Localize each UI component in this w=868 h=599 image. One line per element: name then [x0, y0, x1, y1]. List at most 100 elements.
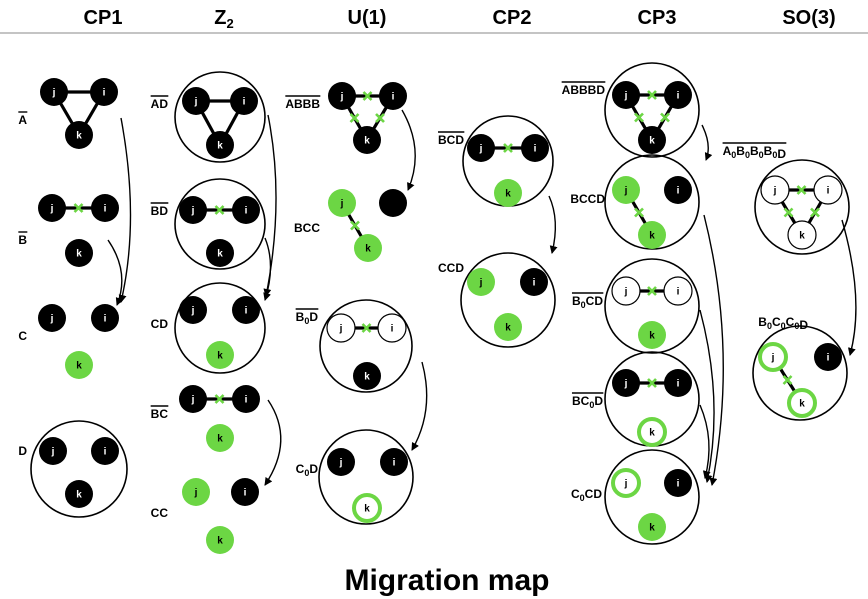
z2-CC-label: CC [151, 506, 169, 520]
cp1-D-k-node [65, 480, 93, 508]
u1-B0D-enclosure [319, 299, 413, 393]
cp3-BC0D-i-node [664, 369, 692, 397]
column-title-cp3: CP3 [638, 7, 677, 29]
cp3-B0CD-i-node-label: i [677, 287, 680, 298]
z2-BD-to-CD-arrow [263, 237, 272, 301]
cp1-A-k-node [65, 121, 93, 149]
column-title-u1: U(1) [348, 7, 387, 29]
u1-C0D-i-node-label: i [393, 458, 396, 469]
so3-A0B0B0B0D-ik-green-cross [810, 207, 820, 218]
z2-CC-k-node-label: k [217, 536, 223, 547]
z2-CD-k-node [206, 341, 234, 369]
cp3-ABBBD-j-node-label: j [624, 91, 628, 102]
u1-C0D-enclosure [318, 429, 414, 525]
cp3-BCCD-jk-green-cross [634, 207, 644, 218]
u1-B0D-j-node-label: j [339, 324, 343, 335]
cp2-CCD-i-node [520, 268, 548, 296]
u1-C0D-k-node [352, 493, 382, 523]
cp2-CCD-j-node-label: j [479, 278, 483, 289]
cp1-A-j-node [40, 78, 68, 106]
u1-BCC-jk-green-cross [350, 220, 360, 231]
u1-BCC-k-node-label: k [365, 244, 371, 255]
z2-BC-i-node-label: i [245, 395, 248, 406]
cp1-C-k-node [65, 351, 93, 379]
cp3-C0CD-k-node [638, 513, 666, 541]
cp2-BCD-k-node-label: k [505, 189, 511, 200]
cp3-ABBBD-label: ABBBD [562, 83, 606, 97]
cp3-C0CD-enclosure [604, 449, 700, 545]
cp2-BCD-j-node [467, 134, 495, 162]
z2-CC-k-node [206, 526, 234, 554]
cp1-A-i-node [90, 78, 118, 106]
cp3-B0CD-to-C0CD-arrow [699, 309, 715, 483]
cp1-D-label: D [18, 444, 27, 458]
cp2-CCD-label: CCD [438, 261, 464, 275]
cp1-B-i-node [91, 194, 119, 222]
u1-ABBB-k-node-label: k [364, 136, 370, 147]
cp1-C-j-node [38, 304, 66, 332]
cp2-BCD-label: BCD [438, 133, 464, 147]
cp2-BCD-to-CCD-arrow [548, 195, 558, 254]
so3-B0C0C0D-j-node [758, 342, 788, 372]
cp2-CCD-k-node [494, 313, 522, 341]
cp1-D-k-node-label: k [76, 490, 82, 501]
cp3-C0CD-label: C0CD [571, 487, 602, 503]
z2-CC-i-node-label: i [244, 488, 247, 499]
cp3-ABBBD-jk-green-cross [634, 112, 644, 123]
z2-BC-i-node [232, 385, 260, 413]
cp2-BCD-j-node-label: j [479, 144, 483, 155]
so3-B0C0C0D-i-node [814, 343, 842, 371]
so3-A0B0B0B0D-k-node [787, 220, 817, 250]
u1-B0D-j-node [326, 313, 356, 343]
so3-A0B0B0B0D-jk-green-cross [783, 207, 794, 218]
z2-BD-j-node-label: j [191, 206, 195, 217]
cp3-BCCD-i-node [664, 176, 692, 204]
cp2-CCD-k-node-label: k [505, 323, 511, 334]
map-title: Migration map [344, 564, 549, 597]
cp1-C-label: C [18, 329, 27, 343]
cp3-BCCD-j-node-label: j [624, 186, 628, 197]
u1-B0D-ji-green-cross [361, 323, 372, 333]
cp3-BCCD-k-node [638, 221, 666, 249]
u1-ABBB-ji-green-cross [362, 91, 373, 101]
cp3-BC0D-i-node-label: i [677, 379, 680, 390]
z2-AD-enclosure [174, 71, 266, 163]
so3-B0C0C0D-k-node-label: k [799, 399, 805, 410]
u1-BCC-i-node [379, 189, 407, 217]
cp3-ABBBD-to-BCCD-arrow [701, 124, 713, 161]
u1-B0D-label: B0D [296, 310, 319, 326]
u1-ABBB-label: ABBB [285, 97, 320, 111]
z2-BD-k-node-label: k [217, 249, 223, 260]
u1-ABBB-to-BCC-arrow [401, 109, 416, 191]
cp3-BC0D-j-node-label: j [624, 379, 628, 390]
u1-ABBB-jk-green-cross [349, 113, 360, 123]
u1-ABBB-i-node [379, 82, 407, 110]
u1-BCC-j-node [328, 189, 356, 217]
z2-CC-j-node-label: j [194, 488, 198, 499]
z2-BD-label: BD [151, 204, 169, 218]
z2-AD-j-node-label: j [194, 97, 198, 108]
cp3-BC0D-ji-green-cross [647, 378, 657, 388]
cp3-ABBBD-ik-green-cross [660, 112, 670, 123]
u1-B0D-i-node [377, 313, 407, 343]
cp2-CCD-i-node-label: i [533, 278, 536, 289]
cp1-B-k-node-label: k [76, 249, 82, 260]
z2-BC-k-node-label: k [217, 434, 223, 445]
z2-BD-i-node-label: i [245, 206, 248, 217]
u1-C0D-label: C0D [296, 462, 319, 478]
column-title-so3: SO(3) [782, 7, 835, 29]
cp3-ABBBD-ji-green-cross [647, 90, 657, 100]
so3-A0B0B0B0D-j-node [760, 175, 790, 205]
u1-B0D-i-node-label: i [391, 324, 394, 335]
z2-CC-j-node [182, 478, 210, 506]
u1-B0D-k-node [353, 362, 381, 390]
z2-AD-k-node [206, 131, 234, 159]
cp3-C0CD-j-node-label: j [624, 479, 628, 490]
cp2-CCD-enclosure [460, 252, 556, 348]
z2-CD-i-node [232, 296, 260, 324]
cp1-B-ji-green-cross [73, 203, 84, 213]
u1-B0D-k-node-label: k [364, 372, 370, 383]
u1-C0D-j-node-label: j [339, 458, 343, 469]
cp2-CCD-j-node [467, 268, 495, 296]
